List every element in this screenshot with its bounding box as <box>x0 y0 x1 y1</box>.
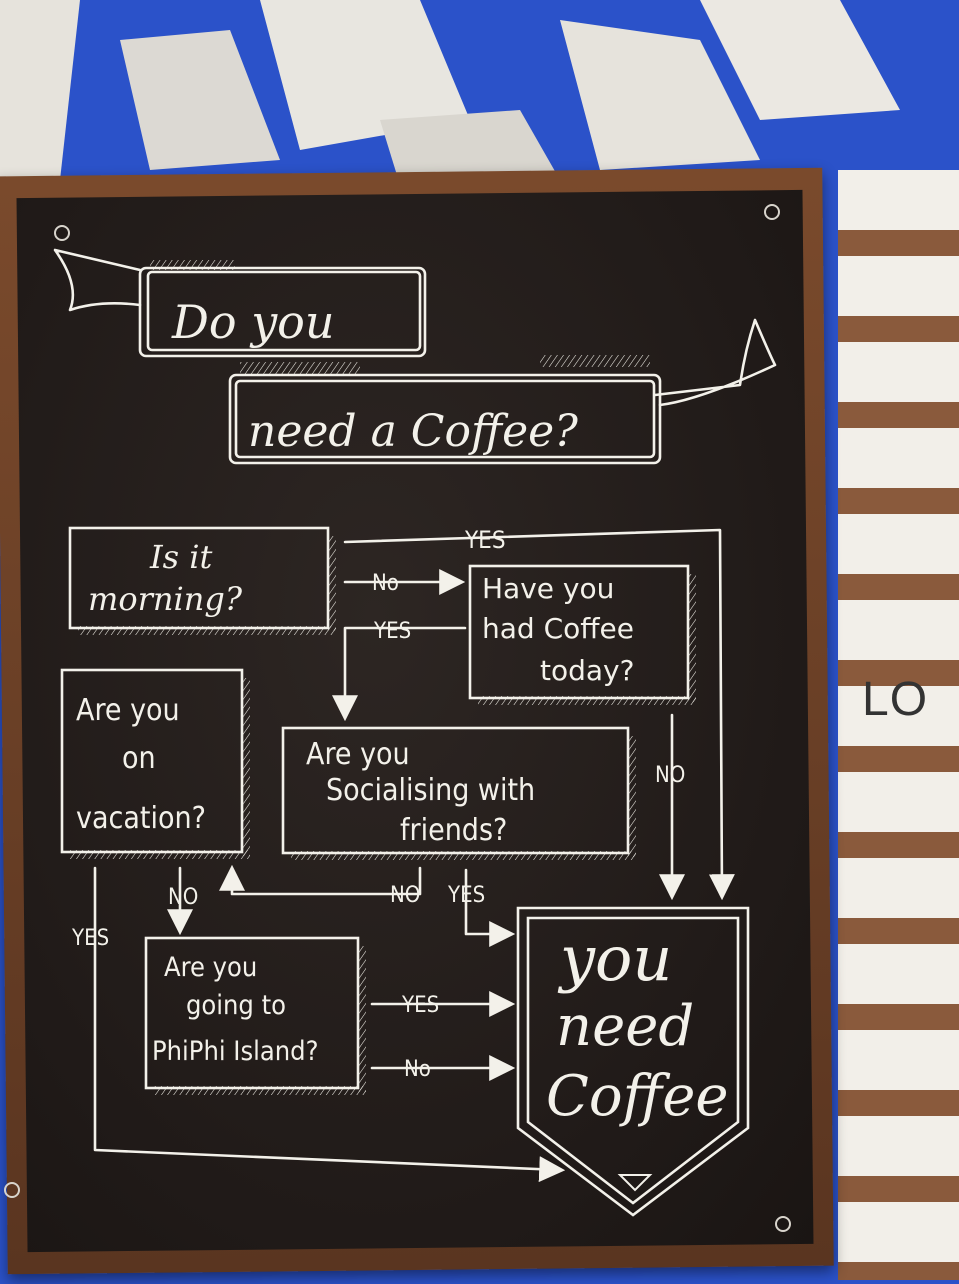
edge-morning-yes: YES <box>464 526 506 554</box>
answer-line-3: Coffee <box>546 1064 729 1129</box>
side-sign-text: LO <box>862 673 929 726</box>
answer-line-1: you <box>557 922 672 995</box>
question-had-coffee-box: Have you had Coffee today? <box>468 564 696 705</box>
question-socialising-box: Are you Socialising with friends? <box>281 726 636 860</box>
edge-had-coffee-yes: YES <box>373 619 411 644</box>
phiphi-line-3: PhiPhi Island? <box>152 1036 318 1067</box>
edge-vacation-yes: YES <box>71 926 109 951</box>
edge-morning-no: No <box>372 571 399 596</box>
had-coffee-line-2: had Coffee <box>482 612 634 645</box>
edge-had-coffee-no: NO <box>655 763 685 788</box>
vacation-line-2: on <box>122 741 156 776</box>
frame-screws <box>4 204 791 1232</box>
flow-connectors: YES No YES NO NO YES NO YES YES No <box>71 526 735 1183</box>
socialising-line-3: friends? <box>400 813 507 848</box>
phiphi-line-2: going to <box>186 990 286 1021</box>
morning-line-1: Is it <box>149 538 212 576</box>
edge-socialising-no: NO <box>390 883 420 908</box>
edge-socialising-yes: YES <box>447 883 485 908</box>
edge-phiphi-no: No <box>404 1057 431 1082</box>
morning-line-2: morning? <box>88 580 243 618</box>
phiphi-line-1: Are you <box>164 952 257 983</box>
question-vacation-box: Are you on vacation? <box>60 668 250 859</box>
answer-you-need-coffee: you need Coffee <box>516 906 750 1217</box>
socialising-line-1: Are you <box>306 737 410 772</box>
vacation-line-1: Are you <box>76 693 180 728</box>
side-wall-panel <box>838 170 959 1280</box>
question-phiphi-box: Are you going to PhiPhi Island? <box>144 936 366 1095</box>
title-line-1: Do you <box>171 295 335 349</box>
socialising-line-2: Socialising with <box>326 773 535 808</box>
title-banner: Do you need a Coffee? <box>53 248 777 465</box>
vacation-line-3: vacation? <box>76 801 206 836</box>
edge-vacation-no: NO <box>168 885 198 910</box>
had-coffee-line-3: today? <box>540 654 634 687</box>
answer-line-2: need <box>556 994 694 1059</box>
question-morning-box: Is it morning? <box>68 526 336 635</box>
had-coffee-line-1: Have you <box>482 572 614 605</box>
title-line-2: need a Coffee? <box>248 406 578 457</box>
edge-phiphi-yes: YES <box>401 993 439 1018</box>
